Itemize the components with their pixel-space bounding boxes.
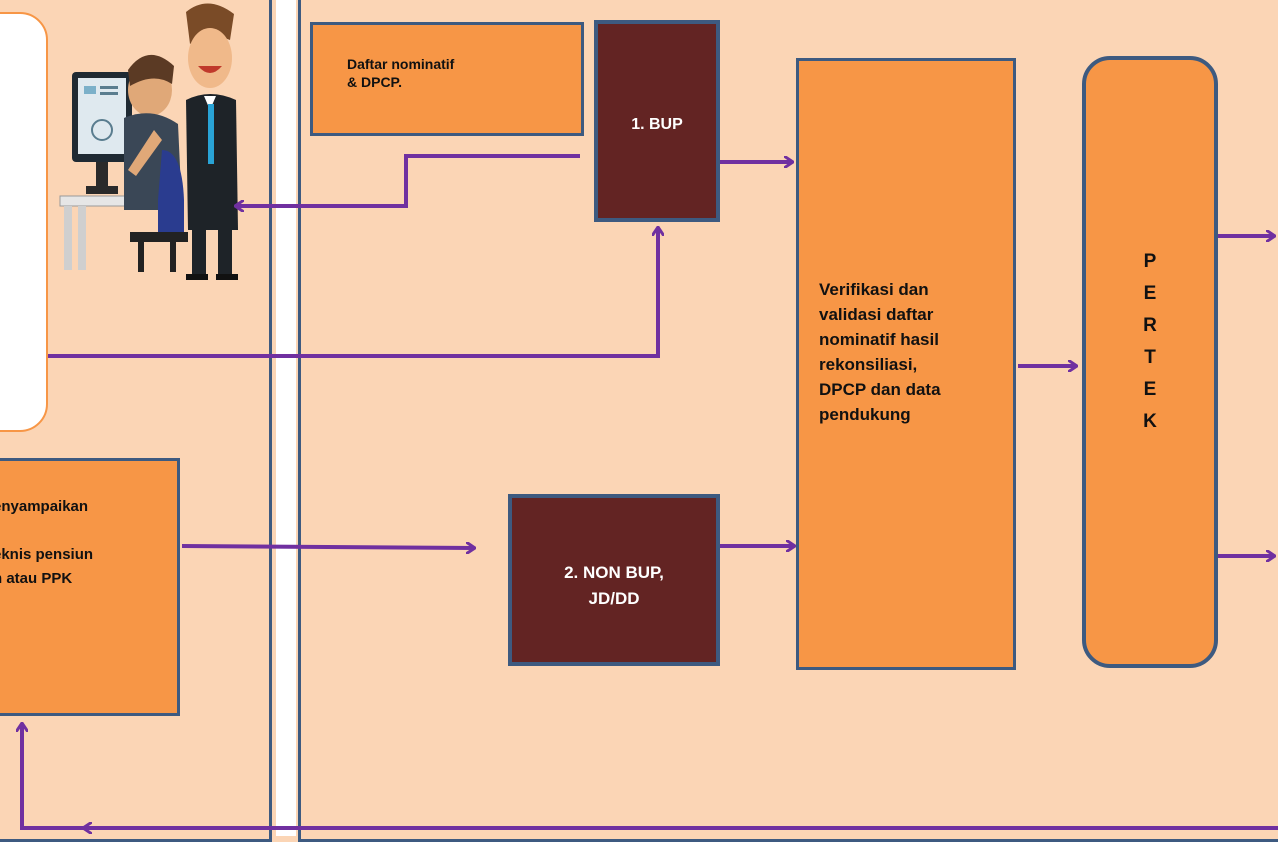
arrow-daftar-to-illustration bbox=[236, 156, 580, 206]
arrow-panel-to-bup bbox=[48, 228, 658, 356]
arrow-return-to-note bbox=[22, 724, 1278, 828]
arrow-note-to-nonbup bbox=[182, 546, 474, 548]
